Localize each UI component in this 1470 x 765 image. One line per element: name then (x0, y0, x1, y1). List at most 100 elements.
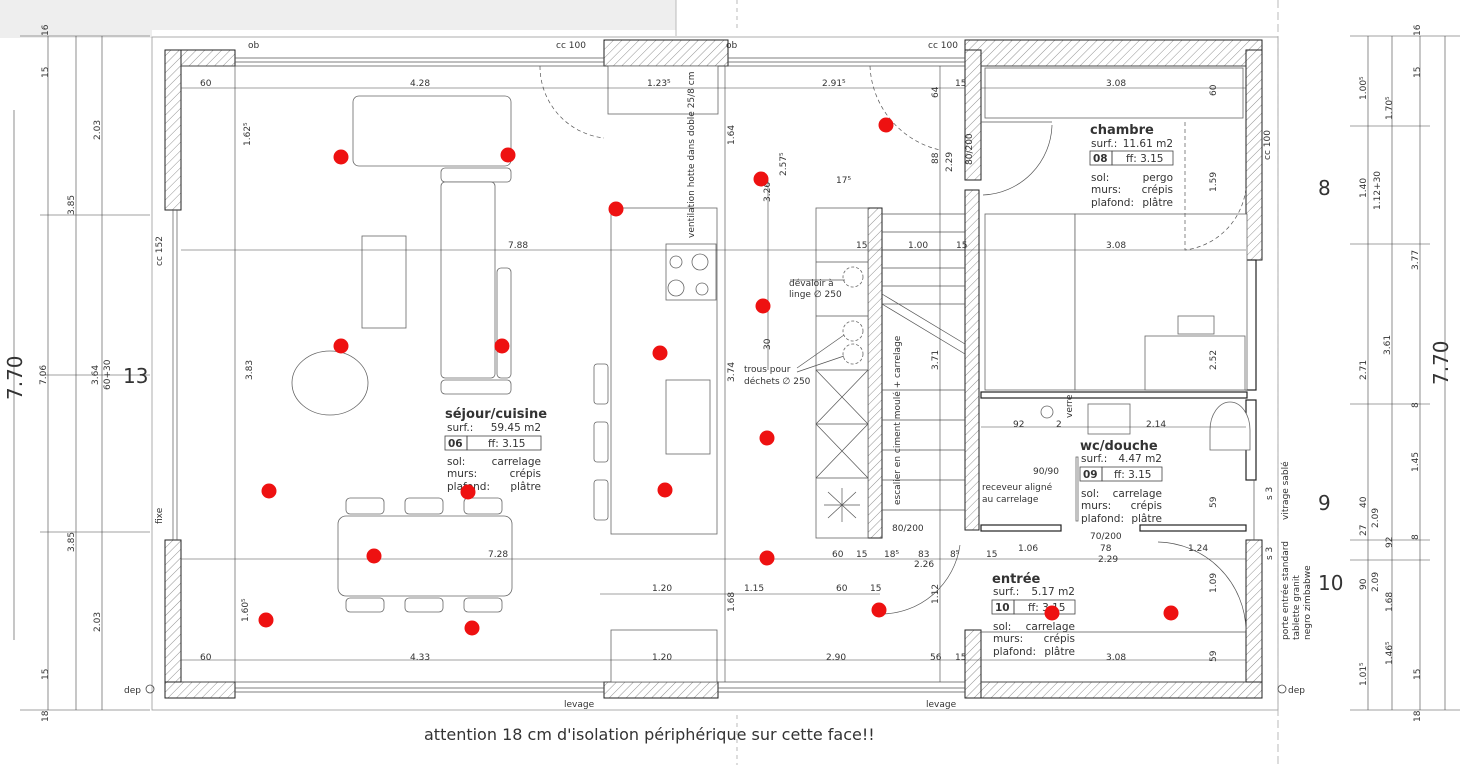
svg-text:70/200: 70/200 (1090, 532, 1122, 542)
svg-text:15: 15 (856, 241, 867, 251)
svg-text:surf.:: surf.: (993, 586, 1019, 598)
svg-text:1.62⁵: 1.62⁵ (243, 122, 253, 146)
svg-text:dep: dep (124, 686, 141, 696)
svg-text:1.06: 1.06 (1018, 544, 1038, 554)
svg-text:18: 18 (1413, 710, 1423, 722)
svg-text:carrelage: carrelage (492, 456, 541, 468)
svg-text:murs:: murs: (1091, 184, 1121, 196)
svg-text:s 3: s 3 (1265, 487, 1275, 500)
svg-text:15: 15 (956, 241, 967, 251)
svg-text:7.06: 7.06 (39, 365, 49, 385)
svg-text:s 3: s 3 (1265, 547, 1275, 560)
svg-text:murs:: murs: (1081, 500, 1111, 512)
svg-text:08: 08 (1093, 153, 1108, 165)
svg-text:1.12+30: 1.12+30 (1373, 171, 1383, 210)
red-marker-14 (366, 548, 382, 564)
svg-text:plafond:: plafond: (1081, 513, 1124, 525)
svg-text:92: 92 (1385, 537, 1395, 548)
svg-text:3.77: 3.77 (1411, 250, 1421, 270)
svg-text:1.24: 1.24 (1188, 544, 1208, 554)
porte-note-3: negro zimbabwe (1303, 565, 1313, 640)
svg-text:2.09: 2.09 (1371, 508, 1381, 528)
red-marker-6 (755, 298, 771, 314)
svg-text:7.70: 7.70 (3, 355, 27, 400)
svg-text:1.20: 1.20 (652, 653, 672, 663)
svg-text:plâtre: plâtre (510, 481, 541, 493)
staircase (881, 213, 966, 511)
svg-text:1.20: 1.20 (652, 584, 672, 594)
svg-text:06: 06 (448, 438, 463, 450)
svg-text:cc 152: cc 152 (155, 236, 165, 266)
svg-text:4.47 m2: 4.47 m2 (1118, 453, 1162, 465)
svg-text:3.85: 3.85 (67, 195, 77, 215)
svg-text:plâtre: plâtre (1131, 513, 1162, 525)
svg-text:8⁵: 8⁵ (950, 550, 960, 560)
svg-text:entrée: entrée (992, 572, 1041, 587)
receveur-note: receveur aligné (982, 482, 1053, 493)
svg-text:88: 88 (931, 152, 941, 164)
svg-text:1.00: 1.00 (908, 241, 928, 251)
svg-text:15: 15 (41, 67, 51, 78)
svg-text:séjour/cuisine: séjour/cuisine (445, 407, 547, 422)
svg-text:92: 92 (1013, 420, 1024, 430)
svg-text:90/90: 90/90 (1033, 467, 1059, 477)
svg-text:3.08: 3.08 (1106, 653, 1126, 663)
svg-text:1.68: 1.68 (1385, 592, 1395, 612)
svg-text:60: 60 (200, 79, 212, 89)
svg-text:sol:: sol: (1091, 172, 1109, 184)
axis-label-13: 13 (123, 364, 148, 388)
svg-text:80/200: 80/200 (965, 133, 975, 165)
vertical-dimension-texts: 80/200 3.83 3.74 3.71 2.52 1.64 1.68 1.1… (241, 84, 1219, 662)
svg-text:4.33: 4.33 (410, 653, 430, 663)
svg-text:plafond:: plafond: (1091, 197, 1134, 209)
svg-text:15: 15 (1413, 669, 1423, 680)
left-scale-texts: 16 15 2.03 3.85 7.70 7.06 3.64 60+30 3.8… (3, 24, 113, 722)
svg-text:60+30: 60+30 (103, 359, 113, 390)
door-swings (539, 65, 1247, 631)
svg-text:11.61 m2: 11.61 m2 (1123, 138, 1173, 150)
svg-text:1.59: 1.59 (1209, 172, 1219, 192)
svg-text:90: 90 (1359, 578, 1369, 590)
trous-note-2: déchets ∅ 250 (744, 376, 811, 387)
svg-text:3.26: 3.26 (763, 182, 773, 202)
red-marker-15 (759, 550, 775, 566)
svg-text:09: 09 (1083, 469, 1098, 481)
axis-label-8: 8 (1318, 176, 1331, 200)
red-marker-18 (871, 602, 887, 618)
red-marker-2 (500, 147, 516, 163)
svg-text:surf.:: surf.: (1081, 453, 1107, 465)
svg-text:59: 59 (1209, 650, 1219, 662)
devaloir-note-2: linge ∅ 250 (789, 290, 842, 300)
svg-text:16: 16 (1413, 24, 1423, 36)
svg-text:1.00⁵: 1.00⁵ (1359, 76, 1369, 100)
svg-text:murs:: murs: (993, 633, 1023, 645)
svg-text:15: 15 (870, 584, 881, 594)
svg-text:1.40: 1.40 (1359, 178, 1369, 198)
dimension-texts: 60 4.28 1.23⁵ 2.91⁵ 15 3.08 7.88 15 1.00… (200, 79, 1208, 663)
svg-text:17⁵: 17⁵ (836, 176, 851, 186)
red-markers (258, 117, 1179, 636)
svg-text:5.17 m2: 5.17 m2 (1031, 586, 1075, 598)
svg-text:2.29: 2.29 (1098, 555, 1118, 565)
room-label-chambre: chambre surf.: 11.61 m2 08 ff: 3.15 sol:… (1089, 123, 1174, 209)
svg-text:1.09: 1.09 (1209, 573, 1219, 593)
svg-text:2.52: 2.52 (1209, 350, 1219, 370)
svg-text:carrelage: carrelage (1026, 621, 1075, 633)
svg-text:plâtre: plâtre (1044, 646, 1075, 658)
vitrage-note: vitrage sablé (1280, 461, 1291, 520)
svg-text:1.70⁵: 1.70⁵ (1385, 96, 1395, 120)
svg-text:2.90: 2.90 (826, 653, 846, 663)
svg-text:64: 64 (931, 86, 941, 98)
svg-text:10: 10 (995, 602, 1010, 614)
svg-text:sol:: sol: (1081, 488, 1099, 500)
svg-text:ff: 3.15: ff: 3.15 (488, 438, 526, 450)
svg-text:2.29: 2.29 (945, 152, 955, 172)
red-marker-7 (333, 338, 349, 354)
svg-text:3.08: 3.08 (1106, 79, 1126, 89)
svg-text:3.08: 3.08 (1106, 241, 1126, 251)
red-marker-10 (759, 430, 775, 446)
svg-text:2.03: 2.03 (93, 612, 103, 632)
svg-text:7.70: 7.70 (1429, 340, 1453, 385)
room-label-sejour: séjour/cuisine surf.: 59.45 m2 06 ff: 3.… (444, 407, 547, 493)
svg-text:59: 59 (1209, 496, 1219, 508)
